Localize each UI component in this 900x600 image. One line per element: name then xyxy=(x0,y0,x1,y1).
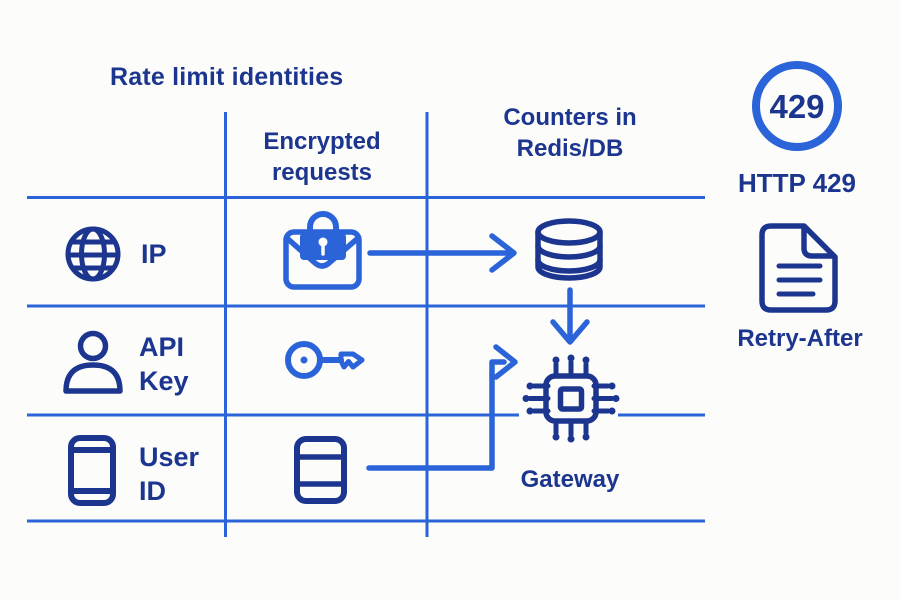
table-grid xyxy=(27,112,705,537)
encrypted-mail-icon xyxy=(283,211,362,290)
key-icon xyxy=(285,341,365,379)
chip-icon xyxy=(522,354,620,443)
arrow-database-to-gateway xyxy=(550,287,590,345)
http-429-label: HTTP 429 xyxy=(737,168,856,198)
smartphone-icon xyxy=(68,435,116,506)
id-card-icon xyxy=(294,436,347,504)
row-label-api-key: API Key xyxy=(139,332,189,396)
status-429-ring xyxy=(752,61,842,151)
globe-icon xyxy=(65,226,121,282)
row-label-user-id: User ID xyxy=(139,442,200,506)
arrow-card-to-gateway xyxy=(366,344,518,471)
document-icon xyxy=(759,223,838,313)
diagram-title: Rate limit identities xyxy=(110,63,344,91)
row-label-ip: IP xyxy=(141,239,167,269)
user-icon xyxy=(63,330,123,394)
arrow-mail-to-database xyxy=(367,233,517,273)
column-header-counters: Counters in Redis/DB xyxy=(503,104,637,162)
status-code-text: 429 xyxy=(769,88,825,125)
gateway-label: Gateway xyxy=(520,466,620,493)
database-icon xyxy=(535,218,603,281)
column-header-encrypted-requests: Encrypted requests xyxy=(263,128,381,186)
retry-after-label: Retry-After xyxy=(737,325,863,352)
